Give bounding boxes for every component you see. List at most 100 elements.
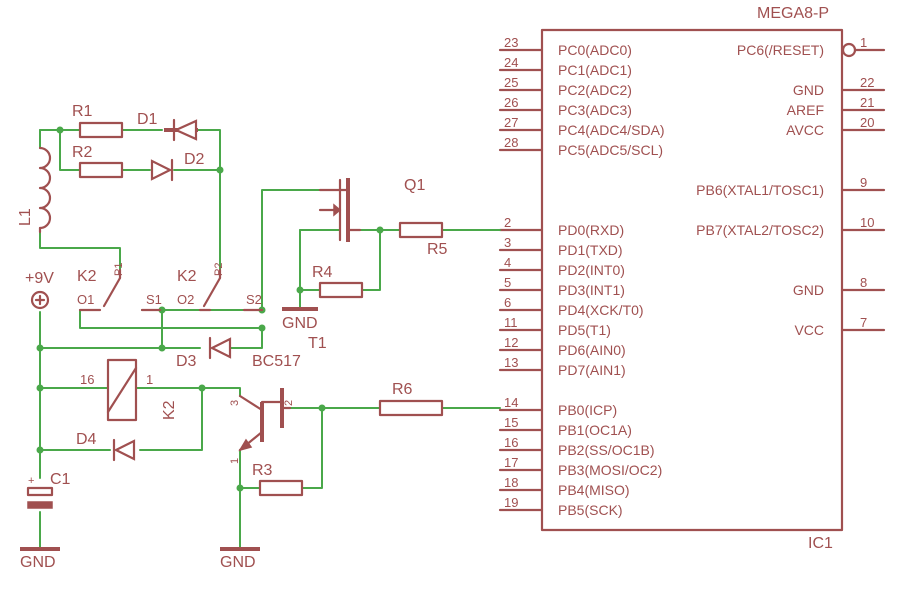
diode-d2: D2: [150, 151, 205, 182]
ic-pin-left: 13 PD7(AIN1): [498, 355, 626, 378]
pin-label: PB1(OC1A): [558, 422, 632, 438]
ic1-name-label: IC1: [808, 535, 833, 552]
pin-label: PB0(ICP): [558, 402, 617, 418]
pin-label: GND: [793, 82, 824, 98]
t1-pin-1: 1: [229, 458, 241, 464]
wire: [301, 407, 323, 489]
pin-number: 26: [504, 95, 518, 110]
k2-sw1-label: K2: [77, 268, 97, 285]
r5-label: R5: [427, 241, 448, 258]
pin-number: 6: [504, 295, 511, 310]
pin-number: 9: [860, 175, 867, 190]
supply-plus-9v: +9V: [25, 270, 54, 310]
pin-label: PC2(ADC2): [558, 82, 632, 98]
junction-dot: [216, 166, 224, 174]
ic-pin-right: 22 GND: [793, 75, 886, 98]
wires: [39, 129, 501, 549]
pin-label: AREF: [787, 102, 824, 118]
pin-label: PB5(SCK): [558, 502, 623, 518]
t1-pin-2: 2: [283, 400, 295, 406]
gnd-q1: GND: [282, 307, 318, 332]
pin-number: 21: [860, 95, 874, 110]
junction-dot: [36, 384, 44, 392]
pin-label: PD7(AIN1): [558, 362, 626, 378]
resistor-r1: R1: [72, 103, 124, 139]
gnd-mid: GND: [220, 547, 260, 571]
r1-label: R1: [72, 103, 93, 120]
pin-label: PD5(T1): [558, 322, 611, 338]
pin-number: 5: [504, 275, 511, 290]
relay-switch-1: K2 P1 O1 S1: [77, 263, 162, 312]
reset-bubble: [841, 42, 857, 58]
mosfet-q1: Q1: [318, 177, 425, 242]
junction-dot: [296, 286, 304, 294]
supply-label: +9V: [25, 270, 54, 287]
c1-plus-sign: +: [28, 475, 34, 487]
pin-number: 28: [504, 135, 518, 150]
pin-number: 18: [504, 475, 518, 490]
d3-label: D3: [176, 353, 197, 370]
wire: [59, 129, 81, 171]
c1-label: C1: [50, 471, 71, 488]
inductor-l1: L1: [17, 146, 52, 234]
ic-pin-right: 21 AREF: [787, 95, 886, 118]
r4-label: R4: [312, 264, 333, 281]
pin-label: PC0(ADC0): [558, 42, 632, 58]
junction-dot: [158, 306, 166, 314]
pin-number: 10: [860, 215, 874, 230]
pin-label: PB3(MOSI/OC2): [558, 462, 662, 478]
pin-label: PC4(ADC4/SDA): [558, 122, 665, 138]
relay-switch-2: K2 P2 O2 S2: [177, 263, 264, 312]
ic-pin-left: 18 PB4(MISO): [498, 475, 630, 498]
l1-label: L1: [17, 208, 34, 226]
resistor-r6: R6: [378, 381, 444, 417]
pin-number: 12: [504, 335, 518, 350]
contact-o2-label: O2: [177, 292, 194, 307]
resistor-r5: R5: [398, 221, 448, 258]
contact-p2-label: P2: [213, 263, 225, 276]
ic-pin-left: 17 PB3(MOSI/OC2): [498, 455, 662, 478]
gnd-q1-label: GND: [282, 315, 318, 332]
ic-pin-left: 5 PD3(INT1): [498, 275, 625, 298]
gnd-mid-label: GND: [220, 554, 256, 571]
wire: [139, 387, 203, 451]
t1-pin-3: 3: [229, 400, 241, 406]
junction-dot: [318, 404, 326, 412]
junction-dot: [56, 126, 64, 134]
pin-label: PD4(XCK/T0): [558, 302, 644, 318]
pin-number: 4: [504, 255, 511, 270]
d1-label: D1: [137, 111, 158, 128]
junction-dot: [36, 344, 44, 352]
pin-number: 13: [504, 355, 518, 370]
pin-label: PB2(SS/OC1B): [558, 442, 654, 458]
pin-number: 22: [860, 75, 874, 90]
pin-number: 1: [860, 35, 867, 50]
contact-o1-label: O1: [77, 292, 94, 307]
pin-number: 17: [504, 455, 518, 470]
contact-s1-label: S1: [146, 292, 162, 307]
d4-label: D4: [76, 431, 97, 448]
wire: [197, 129, 221, 271]
pin-label: VCC: [794, 322, 824, 338]
ic-pin-left: 6 PD4(XCK/T0): [498, 295, 644, 318]
ic1-part-label: MEGA8-P: [757, 5, 829, 22]
pin-number: 27: [504, 115, 518, 130]
pin-label: PB4(MISO): [558, 482, 630, 498]
pin-label: PD3(INT1): [558, 282, 625, 298]
pin-number: 23: [504, 35, 518, 50]
